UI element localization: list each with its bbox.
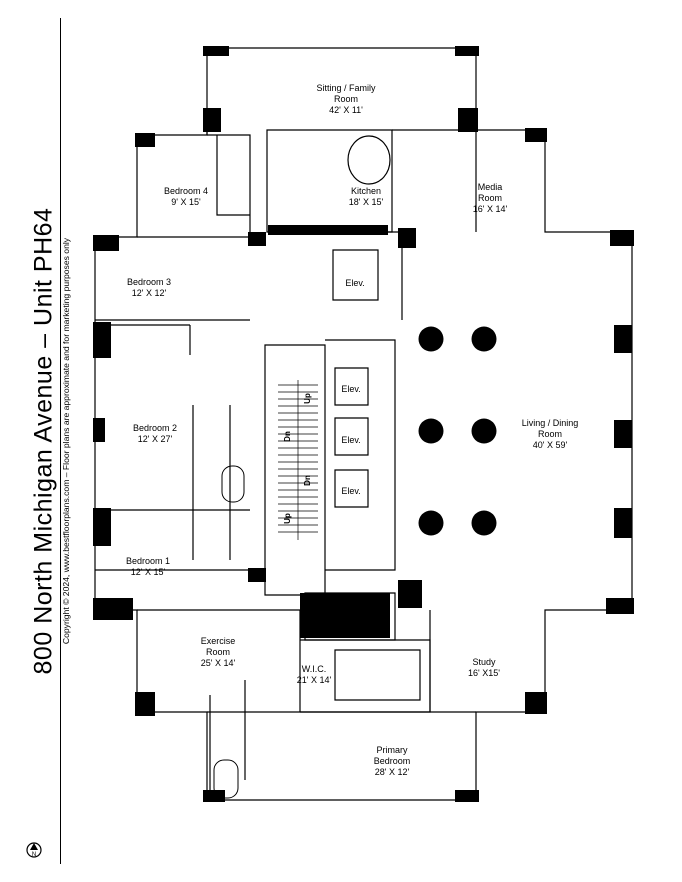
stair-down-label: Dn (302, 475, 312, 486)
elevator-label: Elev. (341, 486, 361, 496)
elevator-label: Elev. (341, 435, 361, 445)
stair-up-label: Up (302, 393, 312, 404)
stair-down-label: Dn (282, 431, 292, 442)
room-label-wic: W.I.C.21' X 14' (296, 664, 332, 685)
stair-up-label: Up (282, 513, 292, 524)
elevator-label: Elev. (341, 384, 361, 394)
north-arrow-icon: N (26, 842, 42, 858)
elevator-label: Elev. (345, 278, 365, 288)
north-label: N (32, 852, 36, 858)
margin-rule (60, 18, 61, 864)
